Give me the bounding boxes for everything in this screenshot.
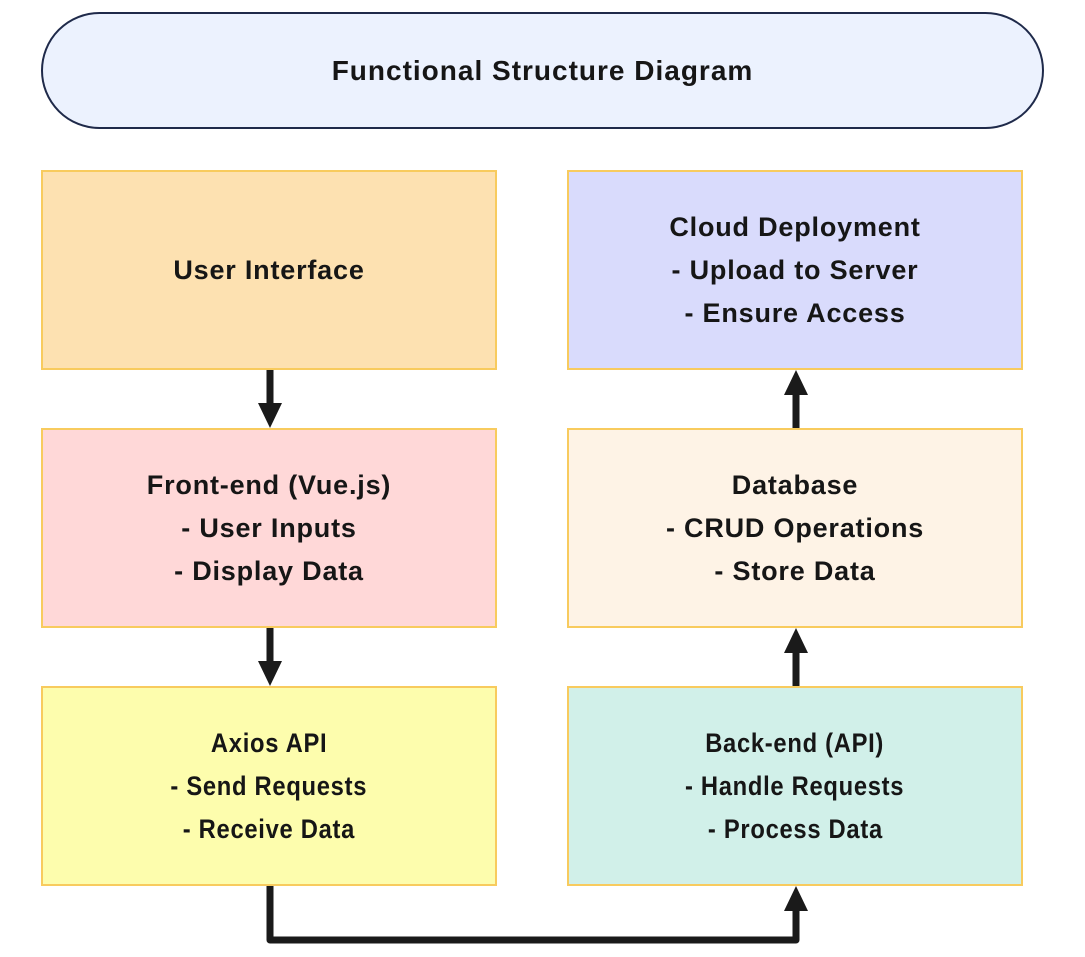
diagram-title: Functional Structure Diagram — [331, 54, 754, 86]
diagram-title-box: Functional Structure Diagram — [41, 12, 1044, 129]
arrow-database-to-cloud — [784, 370, 808, 428]
node-item: - Send Requests — [170, 770, 368, 801]
node-axios-api: Axios API - Send Requests - Receive Data — [41, 686, 497, 886]
node-label: Front-end (Vue.js) — [146, 469, 392, 500]
node-label: Database — [731, 469, 859, 500]
node-item: - Ensure Access — [684, 297, 906, 328]
node-user-interface: User Interface — [41, 170, 497, 370]
node-item: - Upload to Server — [671, 254, 919, 285]
node-label: User Interface — [173, 254, 365, 285]
arrow-axios-to-backend — [266, 886, 808, 944]
node-item: - Receive Data — [182, 813, 356, 844]
node-item: - Display Data — [174, 555, 364, 586]
node-database: Database - CRUD Operations - Store Data — [567, 428, 1023, 628]
arrow-ui-to-frontend — [258, 370, 282, 428]
node-frontend: Front-end (Vue.js) - User Inputs - Displ… — [41, 428, 497, 628]
node-item: - CRUD Operations — [665, 512, 925, 543]
node-label: Cloud Deployment — [669, 211, 921, 242]
arrow-backend-to-database — [784, 628, 808, 686]
arrow-frontend-to-axios — [258, 628, 282, 686]
node-cloud-deployment: Cloud Deployment - Upload to Server - En… — [567, 170, 1023, 370]
node-label: Back-end (API) — [705, 727, 885, 758]
node-item: - Store Data — [714, 555, 876, 586]
node-label: Axios API — [210, 727, 328, 758]
node-item: - Process Data — [707, 813, 883, 844]
node-item: - Handle Requests — [685, 770, 905, 801]
node-item: - User Inputs — [181, 512, 357, 543]
node-backend: Back-end (API) - Handle Requests - Proce… — [567, 686, 1023, 886]
